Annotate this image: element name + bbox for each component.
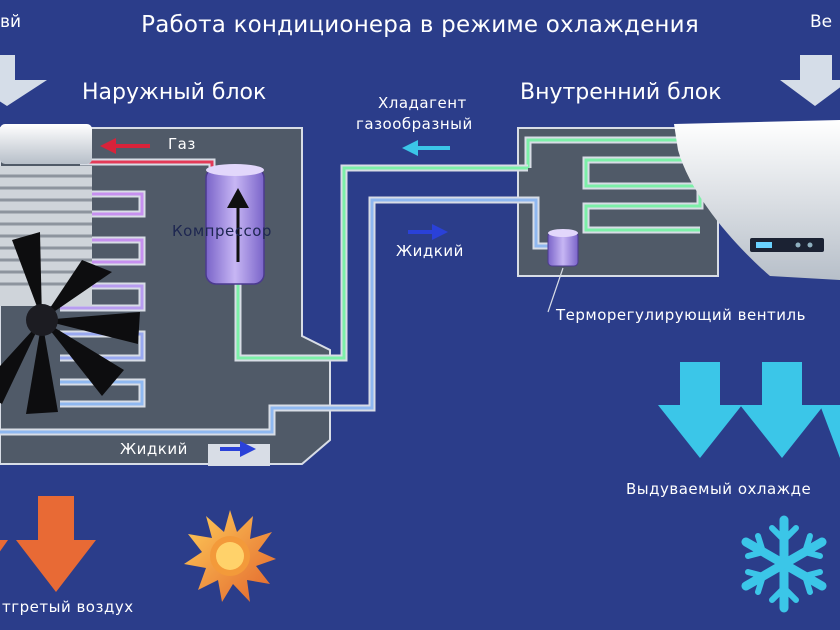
top-right-label-fragment: Ве — [810, 12, 833, 32]
hot-air-arrow — [0, 540, 8, 552]
valve-icon — [547, 229, 579, 313]
fan-icon — [0, 232, 140, 414]
hot-air-label: тгретый воздух — [2, 598, 134, 616]
liquid-pipe-label: Жидкий — [396, 242, 464, 260]
top-left-label-fragment: вй — [0, 12, 22, 32]
compressor-label: Компрессор — [172, 222, 272, 240]
cold-air-arrow — [740, 362, 824, 458]
liquid-flow-arrow-pipe — [408, 224, 448, 240]
indoor-unit-display — [750, 238, 824, 252]
outdoor-unit-label: Наружный блок — [82, 80, 267, 105]
compressor-icon — [205, 164, 265, 285]
liquid-flow-arrow-outdoor — [220, 441, 256, 457]
outdoor-unit-housing — [0, 124, 92, 164]
cold-air-arrow — [820, 362, 840, 458]
top-left-air-arrow — [0, 55, 47, 106]
gas-pipe-flow-arrow — [402, 140, 450, 156]
outdoor-liquid-label: Жидкий — [120, 440, 188, 458]
blown-cool-air-label: Выдуваемый охлажде — [626, 480, 812, 498]
indoor-unit-label: Внутренний блок — [520, 80, 722, 105]
gas-label: Газ — [168, 135, 196, 153]
snowflake-icon — [741, 515, 827, 613]
sun-icon — [184, 510, 276, 602]
gas-pipe-label-line2: газообразный — [356, 115, 473, 133]
cold-air-arrow — [658, 362, 742, 458]
valve-label: Терморегулирующий вентиль — [556, 306, 806, 324]
gas-flow-arrow — [100, 138, 150, 154]
diagram-title: Работа кондиционера в режиме охлаждения — [141, 12, 699, 38]
top-right-air-arrow — [780, 55, 840, 106]
gas-pipe-label-line1: Хладагент — [378, 94, 467, 112]
hot-air-arrow — [16, 496, 96, 592]
